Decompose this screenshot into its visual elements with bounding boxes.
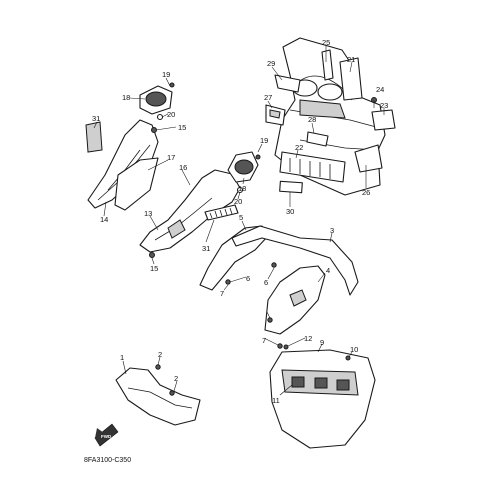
callout-19-right: 19	[260, 136, 268, 145]
label-30	[279, 180, 303, 194]
callout-19-top: 19	[162, 70, 170, 79]
vent-grille-22	[279, 151, 346, 183]
callout-25: 25	[322, 38, 330, 47]
clip-28	[306, 131, 329, 147]
callout-6-upper: 6	[264, 278, 268, 287]
callout-2-lower: 2	[174, 374, 178, 383]
callout-18-right: 18	[238, 184, 246, 193]
air-duct-18-right	[227, 151, 259, 183]
bolt-12-and-10	[283, 344, 351, 361]
diagram-code: 8FA3100-C350	[84, 457, 131, 464]
callout-15-bottom: 15	[150, 264, 158, 273]
bracket-26	[354, 144, 383, 173]
grab-bar-3	[231, 225, 359, 296]
side-panel-4	[264, 265, 326, 335]
callout-2-upper: 2	[158, 350, 162, 359]
skid-plate-9	[269, 349, 376, 449]
leader-lines	[93, 46, 385, 396]
duct-panel-17	[114, 157, 159, 211]
callout-31-left: 31	[92, 114, 100, 123]
bolt-15-upper	[151, 127, 157, 133]
callout-23: 23	[380, 101, 388, 110]
bolt-15-lower	[149, 252, 155, 258]
bracket-27	[265, 104, 286, 126]
decal-31-left	[85, 121, 103, 153]
bumper-1	[115, 367, 201, 426]
callout-20-top: 20	[167, 110, 175, 119]
dash-panel-21	[339, 57, 363, 101]
callout-21: 21	[347, 55, 355, 64]
callout-24: 24	[376, 85, 384, 94]
callout-9: 9	[320, 338, 324, 347]
callout-16: 16	[179, 163, 187, 172]
callout-15-top: 15	[178, 123, 186, 132]
forward-arrow-label: FWD	[101, 434, 112, 439]
callout-3: 3	[330, 226, 334, 235]
callout-10: 10	[350, 345, 358, 354]
callout-20-right: 20	[234, 197, 242, 206]
bolts-2	[155, 364, 175, 396]
callout-30: 30	[286, 207, 294, 216]
callout-labels: 25 21 29 27 24 23 28 22 26 30 19 18 20 1…	[92, 38, 388, 405]
forward-arrow-icon: FWD	[94, 423, 119, 447]
callout-1: 1	[120, 353, 124, 362]
callout-26: 26	[362, 188, 370, 197]
callout-13: 13	[144, 209, 152, 218]
air-duct-18-left	[139, 85, 173, 115]
screw-19	[169, 82, 261, 160]
callout-17: 17	[167, 153, 175, 162]
callout-29: 29	[267, 59, 275, 68]
bracket-23	[371, 109, 396, 131]
callout-6-lower: 6	[246, 274, 250, 283]
grille-31-center	[204, 204, 239, 221]
fasteners-6-7	[225, 262, 283, 349]
callout-22: 22	[295, 143, 303, 152]
callout-4-right: 4	[326, 266, 330, 275]
callout-28: 28	[308, 115, 316, 124]
callout-7-lower: 7	[262, 336, 266, 345]
callout-18-top: 18	[122, 93, 130, 102]
callout-11: 11	[272, 396, 280, 405]
screw-24	[371, 97, 377, 108]
callout-14: 14	[100, 215, 108, 224]
callout-5: 5	[239, 213, 243, 222]
callout-12: 12	[304, 334, 312, 343]
callout-31-center: 31	[202, 244, 210, 253]
callout-7-upper: 7	[220, 289, 224, 298]
callout-27: 27	[264, 93, 272, 102]
